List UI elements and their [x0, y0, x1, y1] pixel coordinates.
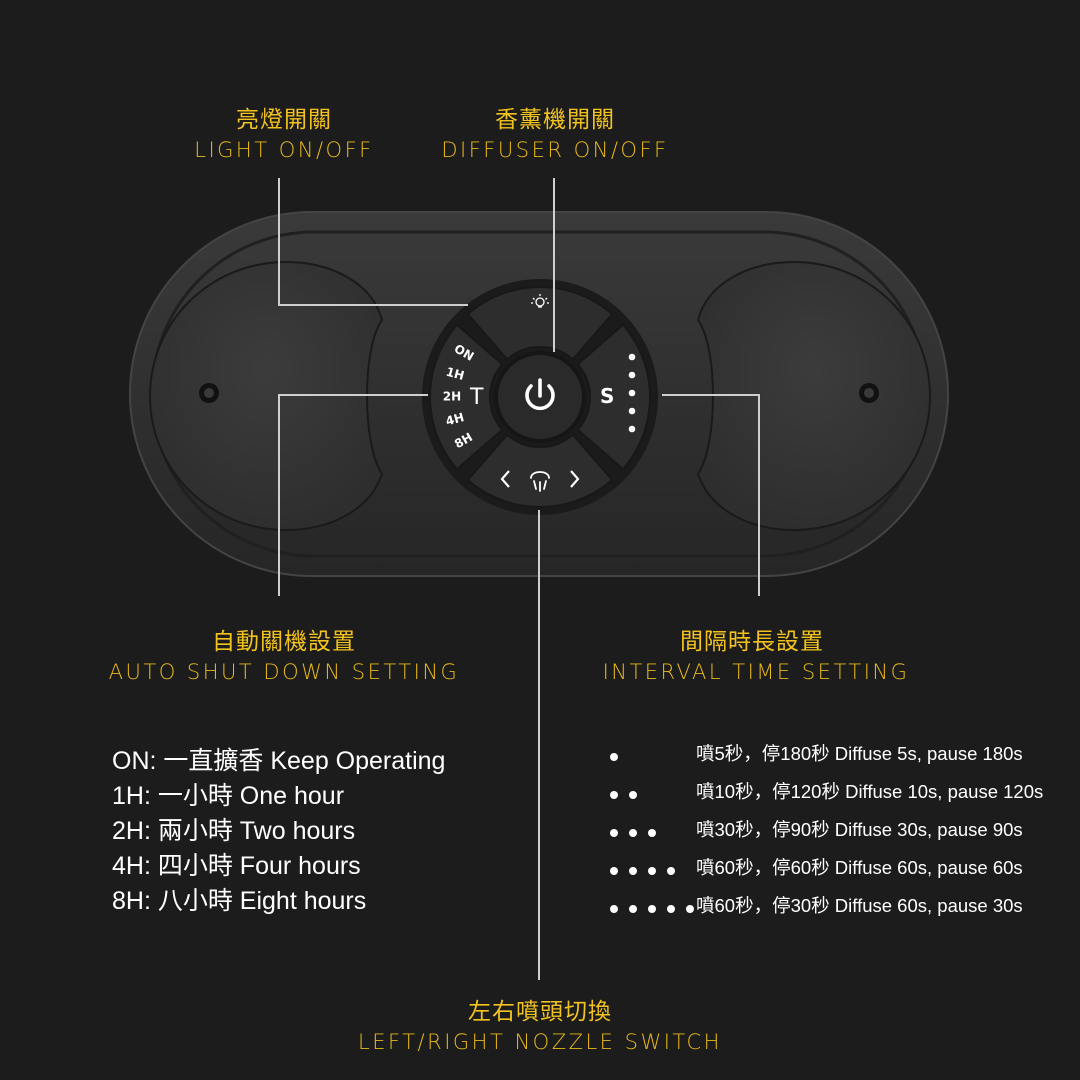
interval-dot: [610, 829, 618, 837]
chevron-left-icon[interactable]: [500, 470, 510, 488]
right-nozzle-pad: [696, 260, 932, 532]
shutdown-options-list: ON: 一直擴香 Keep Operating 1H: 一小時 One hour…: [112, 744, 445, 919]
leader-auto: [278, 394, 280, 596]
interval-dot: [648, 905, 656, 913]
shutdown-option: 8H: 八小時 Eight hours: [112, 887, 367, 915]
leader-interval-h: [662, 394, 760, 396]
interval-dot: [610, 905, 618, 913]
timer-button[interactable]: [429, 323, 504, 471]
diffuser-label-en: DIFFUSER ON/OFF: [441, 138, 669, 162]
shutdown-option: 4H: 四小時 Four hours: [112, 852, 361, 880]
leader-light-h: [278, 304, 468, 306]
mist-icon: [530, 471, 550, 492]
leader-nozzle: [538, 510, 540, 980]
light-label-zh: 亮燈開關: [236, 107, 332, 133]
interval-dot: [629, 791, 637, 799]
leader-light: [278, 178, 280, 306]
interval-option-text: 噴5秒，停180秒 Diffuse 5s, pause 180s: [696, 743, 1023, 764]
leader-auto-h: [278, 394, 428, 396]
interval-dot: [629, 905, 637, 913]
interval-label-zh: 間隔時長設置: [680, 629, 824, 655]
light-label-en: LIGHT ON/OFF: [194, 138, 374, 162]
timer-label: 2H: [443, 390, 461, 404]
left-nozzle-pad: [148, 260, 384, 532]
auto-shutdown-label-zh: 自動關機設置: [212, 629, 356, 655]
diffuser-label-zh: 香薰機開關: [495, 107, 615, 133]
nozzle-button[interactable]: [466, 433, 614, 508]
leader-diffuser: [553, 178, 555, 352]
nozzle-label-zh: 左右噴頭切換: [468, 999, 612, 1025]
timer-label: 1H: [444, 365, 465, 383]
timer-key[interactable]: T: [469, 385, 484, 410]
interval-dot: [610, 867, 618, 875]
interval-dot: [610, 753, 618, 761]
interval-dot: [667, 905, 675, 913]
chevron-right-icon[interactable]: [570, 470, 580, 488]
interval-dot: [667, 867, 675, 875]
interval-option-text: 噴60秒，停60秒 Diffuse 60s, pause 60s: [696, 857, 1023, 878]
auto-shutdown-label-en: AUTO SHUT DOWN SETTING: [108, 660, 460, 684]
interval-option-text: 噴60秒，停30秒 Diffuse 60s, pause 30s: [696, 895, 1023, 916]
interval-dot: [686, 905, 694, 913]
timer-label: 4H: [444, 410, 465, 428]
shutdown-option: 2H: 兩小時 Two hours: [112, 817, 356, 845]
interval-dot: [629, 829, 637, 837]
interval-label-en: INTERVAL TIME SETTING: [602, 660, 910, 684]
interval-dot: [629, 867, 637, 875]
interval-key[interactable]: S: [600, 384, 614, 408]
interval-dot: [648, 829, 656, 837]
shutdown-option: 1H: 一小時 One hour: [112, 782, 345, 810]
interval-option-text: 噴30秒，停90秒 Diffuse 30s, pause 90s: [696, 819, 1023, 840]
interval-option-text: 噴10秒，停120秒 Diffuse 10s, pause 120s: [696, 781, 1044, 802]
interval-dot: [648, 867, 656, 875]
interval-indicator-dots: [628, 353, 636, 433]
power-icon: [525, 378, 555, 411]
nozzle-label-en: LEFT/RIGHT NOZZLE SWITCH: [358, 1030, 722, 1054]
leader-interval: [758, 394, 760, 596]
light-button[interactable]: [466, 286, 614, 361]
shutdown-option: ON: 一直擴香 Keep Operating: [112, 747, 446, 775]
bulb-icon: [531, 294, 549, 308]
interval-dot: [610, 791, 618, 799]
interval-button[interactable]: [576, 323, 651, 471]
